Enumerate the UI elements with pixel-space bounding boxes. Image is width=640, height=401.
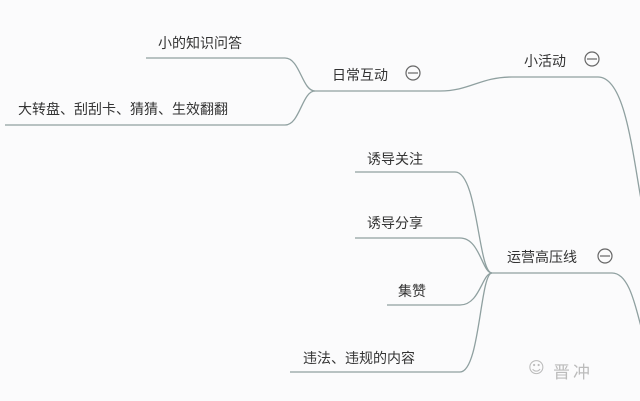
- connector-zhishi: [146, 57, 316, 92]
- connector-richang: [315, 76, 513, 92]
- node-richanghudong[interactable]: 日常互动: [332, 68, 388, 84]
- connector-zhuanpan: [5, 90, 316, 126]
- minus-circle-icon[interactable]: [597, 248, 613, 264]
- connector-guanzhu: [355, 171, 493, 274]
- connector-xiaohuodong: [512, 76, 640, 198]
- minus-circle-icon[interactable]: [405, 65, 421, 81]
- node-weifa[interactable]: 违法、违规的内容: [303, 351, 415, 367]
- wechat-icon: ☺: [528, 358, 545, 377]
- node-fenxiang[interactable]: 诱导分享: [367, 216, 423, 232]
- node-jizan[interactable]: 集赞: [398, 284, 426, 300]
- connector-yunying: [492, 272, 640, 326]
- node-zhuanpan[interactable]: 大转盘、刮刮卡、猜猜、生效翻翻: [18, 102, 228, 118]
- minus-circle-icon[interactable]: [584, 51, 600, 67]
- watermark: 晋冲: [553, 363, 593, 383]
- node-yunying[interactable]: 运营高压线: [507, 250, 577, 266]
- node-xiaohuodong[interactable]: 小活动: [524, 54, 566, 70]
- node-guanzhu[interactable]: 诱导关注: [367, 152, 423, 168]
- connector-weifa: [290, 272, 493, 373]
- connector-fenxiang: [355, 237, 493, 274]
- node-zhishi[interactable]: 小的知识问答: [158, 36, 242, 52]
